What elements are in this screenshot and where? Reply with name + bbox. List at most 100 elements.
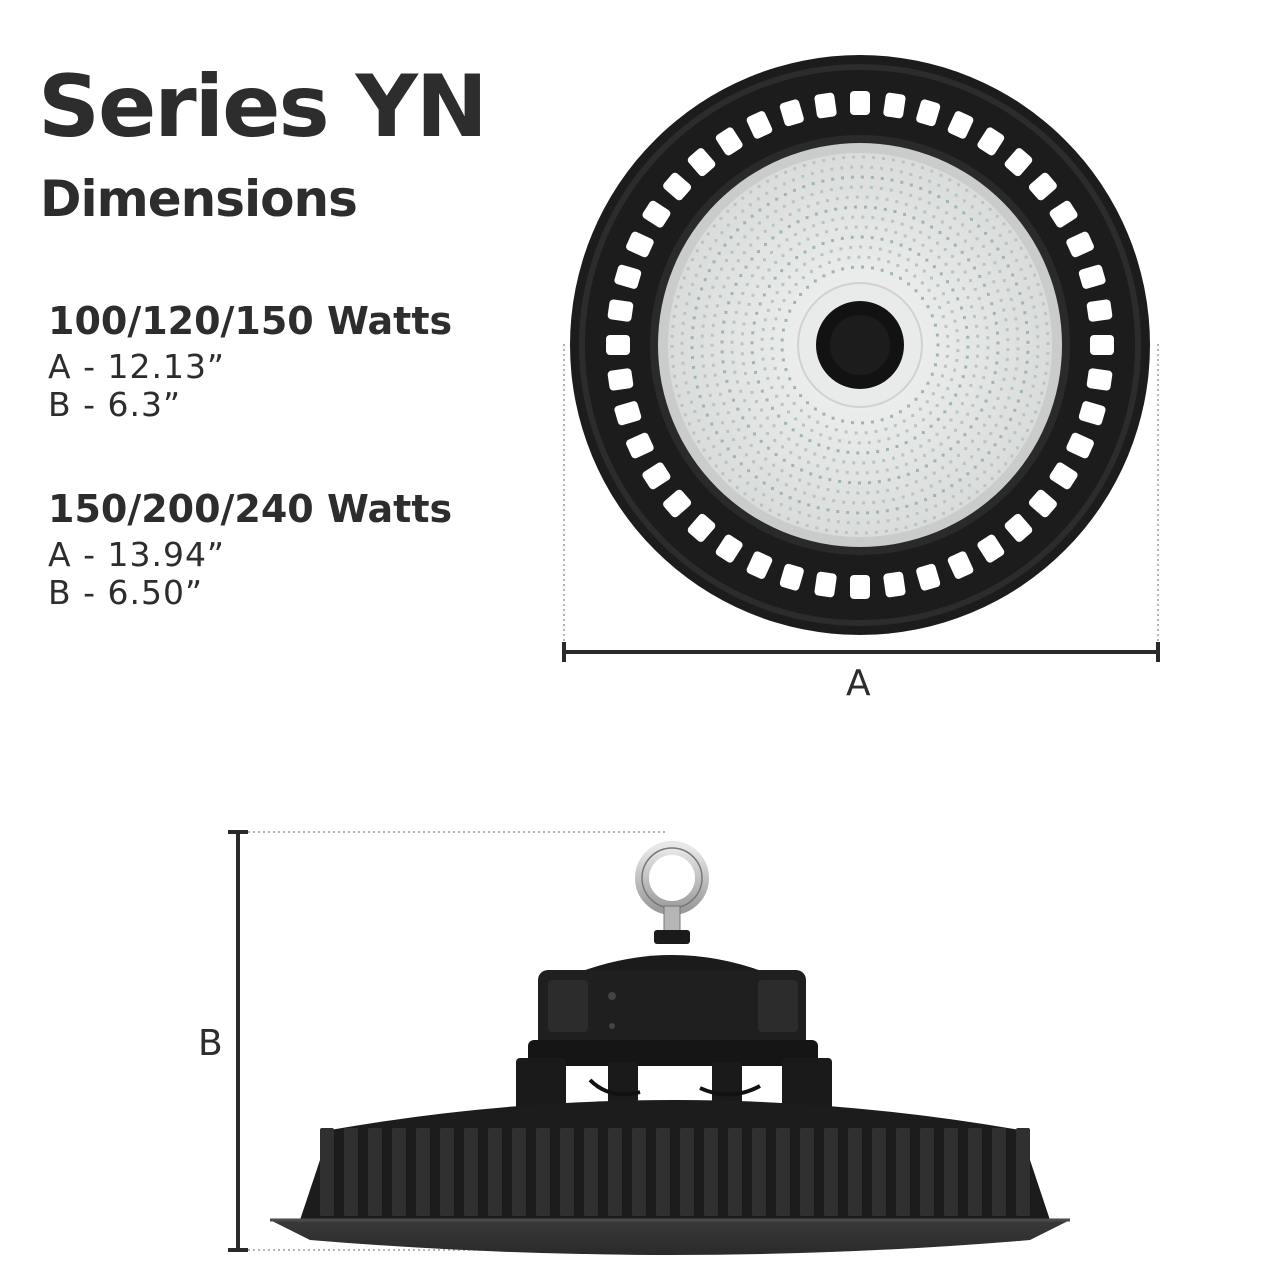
led-chip <box>994 321 998 325</box>
led-chip <box>825 424 829 428</box>
led-chip <box>789 451 793 455</box>
led-chip <box>750 274 754 278</box>
led-chip <box>743 235 747 239</box>
led-chip <box>988 207 992 211</box>
led-chip <box>831 218 835 222</box>
led-chip <box>803 491 807 495</box>
led-chip <box>812 224 816 228</box>
led-chip <box>788 496 792 500</box>
led-chip <box>839 186 843 190</box>
led-chip <box>983 440 987 444</box>
led-chip <box>796 520 800 524</box>
led-chip <box>995 214 999 218</box>
led-chip <box>900 222 904 226</box>
vent-slot <box>779 563 804 591</box>
fin <box>848 1128 862 1216</box>
led-chip <box>986 336 990 340</box>
led-chip <box>726 223 730 227</box>
led-chip <box>941 489 945 493</box>
led-chip <box>995 361 999 365</box>
led-chip <box>717 251 721 255</box>
led-chip <box>854 205 858 209</box>
led-chip <box>795 443 799 447</box>
led-chip <box>733 202 737 206</box>
led-chip <box>672 315 676 319</box>
led-chip <box>722 320 726 324</box>
led-chip <box>939 173 943 177</box>
led-chip <box>982 423 986 427</box>
led-chip <box>1030 419 1034 423</box>
led-chip <box>951 288 955 292</box>
led-chip <box>887 437 891 441</box>
led-chip <box>951 270 955 274</box>
vent-slot <box>687 148 716 177</box>
led-chip <box>852 155 856 159</box>
led-chip <box>925 400 929 404</box>
led-chip <box>919 444 923 448</box>
led-chip <box>895 200 899 204</box>
led-chip <box>746 481 750 485</box>
led-chip <box>781 328 785 332</box>
led-chip <box>977 447 981 451</box>
led-chip <box>914 397 918 401</box>
led-chip <box>767 284 771 288</box>
led-chip <box>731 267 735 271</box>
led-chip <box>836 449 840 453</box>
led-chip <box>881 217 885 221</box>
led-chip <box>1036 345 1040 349</box>
fin <box>944 1128 958 1216</box>
led-chip <box>674 305 678 309</box>
led-chip <box>1032 305 1036 309</box>
vent-slot <box>1004 513 1033 542</box>
led-chip <box>809 472 813 476</box>
led-chip <box>876 450 880 454</box>
led-chip <box>891 497 895 501</box>
led-chip <box>781 385 785 389</box>
spec-line-a: A - 13.94” <box>48 535 226 574</box>
led-chip <box>866 451 870 455</box>
led-chip <box>905 268 909 272</box>
led-chip <box>758 208 762 212</box>
led-chip <box>856 511 860 515</box>
led-chip <box>741 416 745 420</box>
led-chip <box>746 381 750 385</box>
led-chip <box>908 247 912 251</box>
led-chip <box>907 404 911 408</box>
led-chip <box>743 436 747 440</box>
led-chip <box>839 247 843 251</box>
led-chip <box>740 342 744 346</box>
led-chip <box>736 259 740 263</box>
led-chip <box>946 344 950 348</box>
vent-slot <box>1066 432 1094 459</box>
led-chip <box>738 475 742 479</box>
led-chip <box>939 442 943 446</box>
led-chip <box>919 186 923 190</box>
led-chip <box>732 320 736 324</box>
led-chip <box>981 201 985 205</box>
led-chip <box>802 185 806 189</box>
led-chip <box>834 207 838 211</box>
led-chip <box>894 231 898 235</box>
led-chip <box>682 371 686 375</box>
led-chip <box>993 371 997 375</box>
led-chip <box>935 333 939 337</box>
led-chip <box>914 501 918 505</box>
led-chip <box>1025 403 1029 407</box>
led-chip <box>767 472 771 476</box>
led-chip <box>850 175 854 179</box>
led-chip <box>707 269 711 273</box>
led-chip <box>726 276 730 280</box>
vent-slot <box>715 127 743 156</box>
led-chip <box>693 375 697 379</box>
led-chip <box>930 225 934 229</box>
led-chip <box>807 514 811 518</box>
led-chip <box>766 446 770 450</box>
led-chip <box>749 190 753 194</box>
led-chip <box>923 476 927 480</box>
fin <box>536 1128 550 1216</box>
led-chip <box>915 468 919 472</box>
vent-slot <box>916 563 941 591</box>
led-chip <box>731 330 735 334</box>
led-chip <box>774 453 778 457</box>
led-chip <box>750 341 754 345</box>
